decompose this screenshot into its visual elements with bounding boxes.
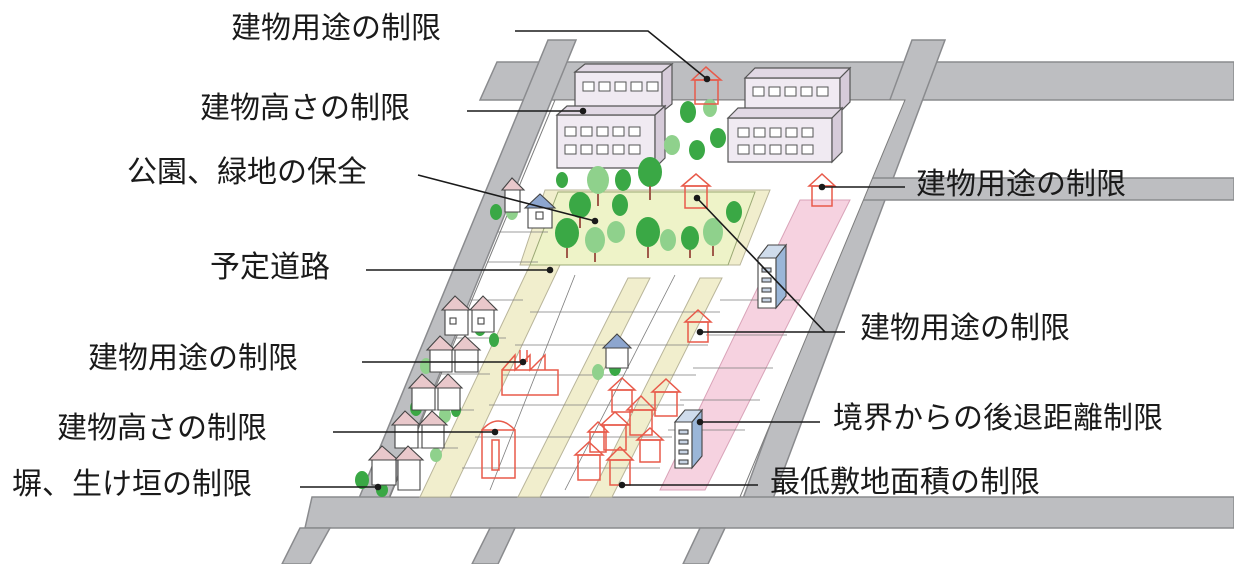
outline-factory <box>501 350 559 396</box>
label-road: 予定道路 <box>210 250 330 285</box>
label-fence: 塀、生け垣の制限 <box>12 467 252 502</box>
leader-lines <box>300 30 905 491</box>
apartment-windows <box>564 81 829 155</box>
office-buildings <box>673 243 788 470</box>
label-use-left: 建物用途の制限 <box>88 341 298 376</box>
lot-lines <box>410 231 800 491</box>
houses-left-row <box>367 177 557 491</box>
label-park: 公園、緑地の保全 <box>127 155 367 190</box>
office-building-upper <box>756 243 788 310</box>
leader-park <box>417 174 596 222</box>
house-center <box>601 333 633 369</box>
label-min-area: 最低敷地面積の制限 <box>770 465 1040 500</box>
road-bottom-stub-3 <box>682 527 727 564</box>
label-use-right-mid: 建物用途の制限 <box>860 311 1070 346</box>
road-bottom <box>304 496 1234 529</box>
label-use-right-top: 建物用途の制限 <box>916 167 1126 202</box>
road-bottom-stub <box>281 527 332 564</box>
office-building-lower <box>673 408 704 470</box>
label-height-top: 建物高さの制限 <box>200 91 410 126</box>
setback-strip <box>659 199 851 491</box>
label-use-top: 建物用途の制限 <box>231 11 441 46</box>
outline-tall-building <box>481 420 516 479</box>
label-setback: 境界からの後退距離制限 <box>833 401 1163 436</box>
outline-house-mid <box>683 308 713 343</box>
road-bottom-stub-2 <box>471 527 517 564</box>
label-height-left: 建物高さの制限 <box>57 411 267 446</box>
leader-use-right-1 <box>696 197 826 333</box>
leader-use-top <box>515 30 708 80</box>
